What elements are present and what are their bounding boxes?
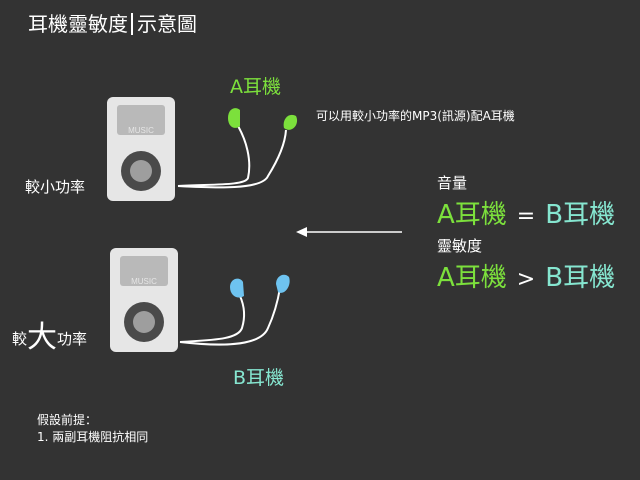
cable-a-right — [177, 129, 287, 189]
big-power-label: 較大功率 — [12, 312, 87, 356]
big-power-emphasis: 大 — [27, 320, 58, 355]
assumptions-heading: 假設前提： — [37, 413, 98, 427]
title-main: 耳機靈敏度 — [28, 12, 128, 36]
earphone-a-label: A耳機 — [230, 76, 281, 98]
volume-left: A耳機 — [437, 200, 507, 230]
sensitivity-operator: > — [516, 267, 536, 292]
sensitivity-right: B耳機 — [545, 263, 616, 293]
small-power-label: 較小功率 — [25, 178, 86, 196]
big-power-pre: 較 — [12, 330, 28, 348]
volume-right: B耳機 — [545, 200, 616, 230]
left-arrow-icon — [296, 227, 402, 237]
player-screen-label: MUSIC — [128, 126, 154, 135]
cable-b-right — [179, 287, 281, 346]
cable-b-left — [179, 295, 246, 343]
page-title: 耳機靈敏度示意圖 — [28, 10, 197, 38]
mp3-player-icon: MUSIC — [107, 97, 175, 201]
sensitivity-left: A耳機 — [437, 263, 507, 293]
note-small-power-pairs-a: 可以用較小功率的MP3(訊源)配A耳機 — [316, 109, 515, 123]
earbud-icon — [228, 108, 298, 130]
assumption-item: 1. 兩副耳機阻抗相同 — [37, 430, 149, 444]
earbud-icon — [230, 274, 290, 298]
title-divider — [131, 13, 133, 35]
title-sub: 示意圖 — [137, 12, 197, 36]
mp3-player-icon: MUSIC — [110, 248, 178, 352]
volume-label: 音量 — [437, 174, 468, 192]
big-power-post: 功率 — [57, 330, 88, 348]
cable-a-left — [177, 125, 251, 187]
sensitivity-comparison: A耳機 > B耳機 — [437, 257, 615, 294]
volume-operator: = — [516, 204, 536, 229]
volume-comparison: A耳機 = B耳機 — [437, 194, 615, 231]
earphone-b-label: B耳機 — [233, 367, 285, 389]
player-screen-label: MUSIC — [131, 277, 157, 286]
sensitivity-label: 靈敏度 — [437, 237, 483, 255]
assumptions-block: 假設前提： 1. 兩副耳機阻抗相同 — [37, 412, 148, 446]
